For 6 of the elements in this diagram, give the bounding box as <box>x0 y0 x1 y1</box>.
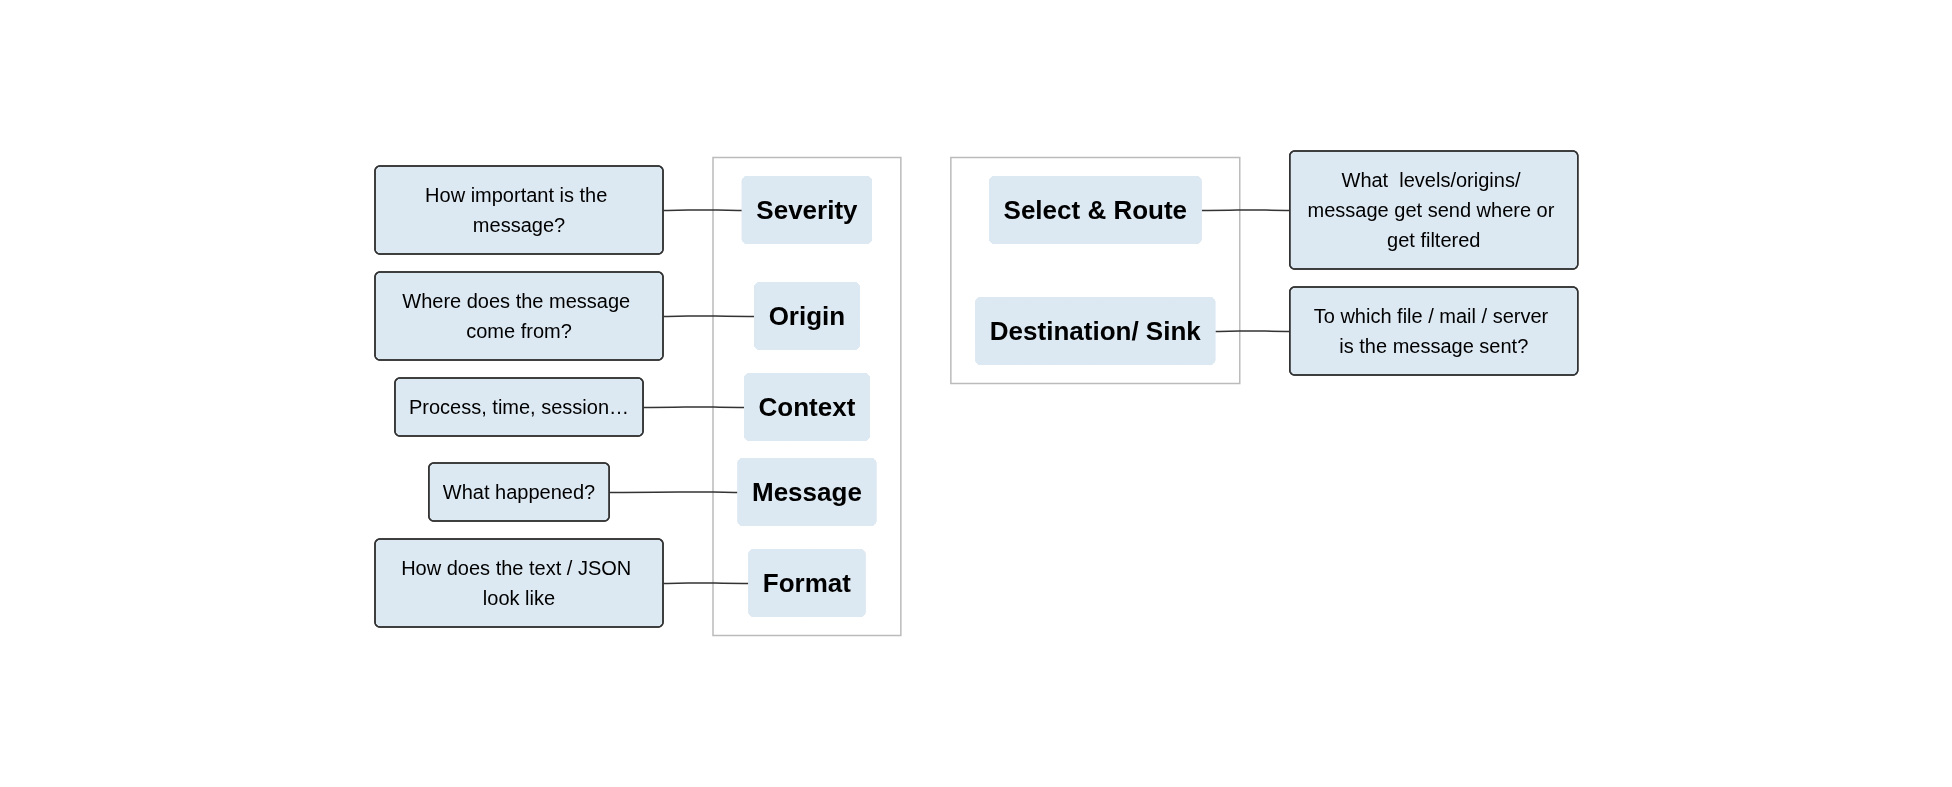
cluster <box>711 157 902 637</box>
connector <box>608 491 739 494</box>
connector <box>642 406 746 409</box>
connector <box>662 582 750 585</box>
connector <box>662 315 756 318</box>
cluster <box>949 157 1241 385</box>
